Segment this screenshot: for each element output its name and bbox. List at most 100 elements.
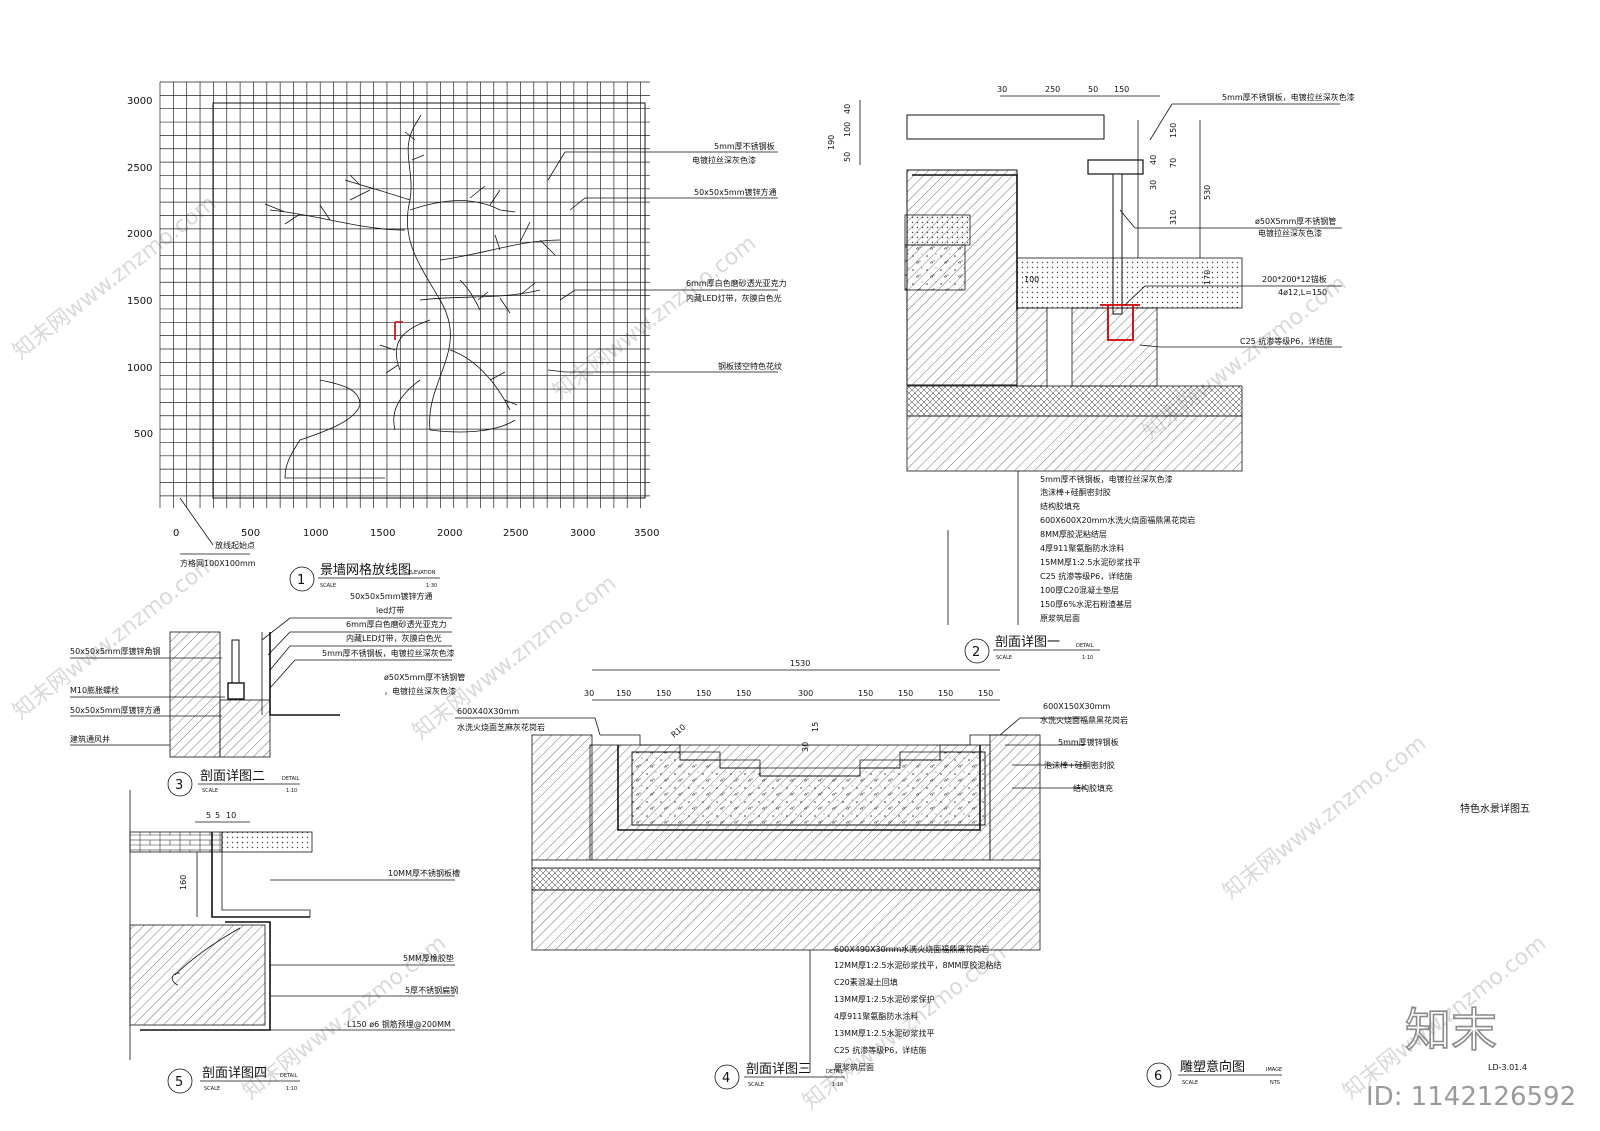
- structure-wall: [169, 631, 221, 758]
- steel-tube: [227, 682, 245, 700]
- svg-text:C20素混凝土回填: C20素混凝土回填: [834, 977, 898, 987]
- svg-text:40: 40: [1149, 155, 1158, 165]
- x-tick-0: 0: [173, 528, 179, 539]
- svg-text:SCALE: SCALE: [204, 1086, 220, 1092]
- svg-text:DETAIL: DETAIL: [1076, 643, 1094, 649]
- svg-text:SCALE: SCALE: [748, 1082, 764, 1088]
- svg-text:建筑通风井: 建筑通风井: [70, 734, 110, 744]
- svg-text:原浆筑层面: 原浆筑层面: [834, 1062, 874, 1072]
- tree-pattern: [264, 114, 561, 433]
- svg-text:钢板镂空特色花纹: 钢板镂空特色花纹: [718, 361, 782, 371]
- svg-text:30: 30: [997, 85, 1007, 94]
- dims-5: 5 5 10 160: [179, 811, 236, 890]
- y-tick-3000: 3000: [127, 96, 152, 107]
- svg-text:50: 50: [843, 152, 852, 162]
- svg-text:5mm厚不锈钢板，电镀拉丝深灰色漆: 5mm厚不锈钢板，电镀拉丝深灰色漆: [1222, 92, 1355, 102]
- svg-text:ø50X5mm厚不锈钢管: ø50X5mm厚不锈钢管: [1255, 216, 1336, 226]
- title-block-5: 5 剖面详图四 DETAIL SCALE 1:10: [167, 1066, 300, 1094]
- svg-text:电镀拉丝深灰色漆: 电镀拉丝深灰色漆: [1258, 228, 1322, 238]
- callouts-1-right: 5mm厚不锈钢板，电镀拉丝深灰色漆 ø50X5mm厚不锈钢管 电镀拉丝深灰色漆 …: [1222, 92, 1355, 346]
- svg-text:150: 150: [616, 689, 631, 698]
- svg-text:DETAIL: DETAIL: [282, 776, 300, 782]
- svg-text:50x50x5mm厚镀锌方通: 50x50x5mm厚镀锌方通: [70, 705, 161, 715]
- svg-text:DETAIL: DETAIL: [280, 1073, 298, 1079]
- svg-text:5mm厚不锈钢板，电镀拉丝深灰色漆: 5mm厚不锈钢板，电镀拉丝深灰色漆: [322, 648, 455, 658]
- svg-text:13MM厚1:2.5水泥砂浆保护: 13MM厚1:2.5水泥砂浆保护: [834, 994, 935, 1004]
- section-detail-2: 50x50x5mm厚镀锌角钢 M10膨胀螺栓 50x50x5mm厚镀锌方通 建筑…: [70, 591, 465, 797]
- svg-text:3: 3: [175, 778, 183, 793]
- svg-text:150厚6%水泥石粉渣基层: 150厚6%水泥石粉渣基层: [1040, 599, 1132, 609]
- title-block-1: 1 景墙网格放线图 ELEVATION SCALE 1:30: [289, 562, 440, 592]
- svg-text:50x50x5mm镀锌方通: 50x50x5mm镀锌方通: [694, 187, 777, 197]
- section-detail-3: 1530 30 150 150 150 150 300 150 150 150 …: [455, 659, 1128, 1090]
- svg-text:250: 250: [1045, 85, 1060, 94]
- section-detail-4: 5 5 10 160 10MM厚不锈钢板槽 5MM厚橡胶垫 5厚不锈钢扁钢 L1…: [129, 790, 460, 1094]
- svg-text:530: 530: [1203, 185, 1212, 200]
- x-tick-1000: 1000: [303, 528, 328, 539]
- svg-text:150: 150: [978, 689, 993, 698]
- svg-text:600X600X20mm水洗火烧面福鼎黑花岗岩: 600X600X20mm水洗火烧面福鼎黑花岗岩: [1040, 515, 1195, 525]
- svg-text:5: 5: [215, 811, 220, 820]
- svg-text:150: 150: [736, 689, 751, 698]
- svg-text:1:10: 1:10: [286, 788, 297, 794]
- watermark-text: 知末网www.znzmo.com: [8, 191, 221, 365]
- svg-text:50x50x5mm厚镀锌角钢: 50x50x5mm厚镀锌角钢: [70, 646, 161, 656]
- origin-note: 放线起始点: [215, 540, 255, 550]
- sheet-title: 特色水景详图五: [1460, 802, 1530, 815]
- base-concrete: [129, 924, 266, 1026]
- grid-leaders: [547, 151, 778, 373]
- svg-text:C25 抗渗等级P6，详结施: C25 抗渗等级P6，详结施: [1240, 336, 1332, 346]
- paving-layer: [1016, 257, 1243, 309]
- title-3: 剖面详图二: [200, 769, 265, 784]
- svg-text:10: 10: [226, 811, 236, 820]
- dims-3: 30 150 150 150 150 300 150 150 150 150 R…: [584, 689, 993, 752]
- svg-text:泡沫棒+硅酮密封胶: 泡沫棒+硅酮密封胶: [1040, 487, 1111, 497]
- svg-text:ELEVATION: ELEVATION: [408, 570, 436, 576]
- svg-text:SCALE: SCALE: [202, 788, 218, 794]
- svg-text:电镀拉丝深灰色漆: 电镀拉丝深灰色漆: [692, 155, 756, 165]
- svg-text:200*200*12锚板: 200*200*12锚板: [1262, 274, 1327, 284]
- svg-text:L150 ø6 钢筋预埋@200MM: L150 ø6 钢筋预埋@200MM: [347, 1019, 451, 1029]
- wall-panel-outline: [212, 102, 646, 499]
- svg-text:600X490X30mm水洗火烧面福鼎黑花岗岩: 600X490X30mm水洗火烧面福鼎黑花岗岩: [834, 944, 989, 954]
- svg-text:150: 150: [696, 689, 711, 698]
- svg-text:50: 50: [1088, 85, 1098, 94]
- svg-text:5mm厚镀锌钢板: 5mm厚镀锌钢板: [1058, 737, 1119, 747]
- coping-slab: [906, 114, 1105, 140]
- y-axis-labels: 3000 2500 2000 1500 1000 500: [127, 96, 153, 440]
- sheet-code: LD-3.01.4: [1488, 1063, 1527, 1072]
- x-tick-2500: 2500: [503, 528, 528, 539]
- callouts-2-left: 50x50x5mm厚镀锌角钢 M10膨胀螺栓 50x50x5mm厚镀锌方通 建筑…: [70, 646, 161, 744]
- svg-text:150: 150: [656, 689, 671, 698]
- section-detail-1: 30 250 50 150 40 100 190 50 150 40 30 70…: [827, 85, 1355, 664]
- svg-text:原浆筑层面: 原浆筑层面: [1040, 613, 1080, 623]
- title-block-6: 6 雕塑意向图 IMAGE SCALE NTS: [1146, 1059, 1282, 1088]
- svg-text:12MM厚1:2.5水泥砂浆找平，8MM厚胶泥粘结: 12MM厚1:2.5水泥砂浆找平，8MM厚胶泥粘结: [834, 960, 1001, 970]
- x-tick-3500: 3500: [634, 528, 659, 539]
- svg-text:泡沫棒+硅酮密封胶: 泡沫棒+硅酮密封胶: [1044, 760, 1115, 770]
- svg-text:4厚911聚氨酯防水涂料: 4厚911聚氨酯防水涂料: [834, 1011, 918, 1021]
- callouts-3-right: 600X150X30mm 水洗火烧面福鼎黑花岗岩 5mm厚镀锌钢板 泡沫棒+硅酮…: [1040, 702, 1128, 793]
- svg-text:led灯带: led灯带: [376, 605, 404, 615]
- grid-elevation: 3000 2500 2000 1500 1000 500 0 500 1000 …: [127, 81, 787, 592]
- rock-outline: [284, 379, 385, 479]
- watermark-text: 知末网www.znzmo.com: [1218, 731, 1431, 905]
- svg-text:50x50x5mm镀锌方通: 50x50x5mm镀锌方通: [350, 591, 433, 601]
- x-tick-500: 500: [241, 528, 260, 539]
- svg-text:SCALE: SCALE: [1182, 1080, 1198, 1086]
- svg-text:150: 150: [1169, 123, 1178, 138]
- svg-text:40: 40: [843, 104, 852, 114]
- svg-text:5mm厚不锈钢板，电镀拉丝深灰色漆: 5mm厚不锈钢板，电镀拉丝深灰色漆: [1040, 474, 1173, 484]
- svg-text:C25 抗渗等级P6，详结施: C25 抗渗等级P6，详结施: [1040, 571, 1132, 581]
- svg-text:R10: R10: [670, 723, 688, 740]
- svg-text:100厚C20混凝土垫层: 100厚C20混凝土垫层: [1040, 585, 1119, 595]
- callouts-5: 10MM厚不锈钢板槽 5MM厚橡胶垫 5厚不锈钢扁钢 L150 ø6 钢筋预埋@…: [347, 868, 460, 1029]
- id-stamp: ID: 1142126592: [1366, 1082, 1576, 1112]
- svg-text:8MM厚胶泥粘结层: 8MM厚胶泥粘结层: [1040, 529, 1107, 539]
- y-tick-1000: 1000: [127, 363, 152, 374]
- leaders-1: [947, 103, 1342, 625]
- svg-text:2: 2: [972, 645, 980, 660]
- svg-text:5mm厚不锈钢板: 5mm厚不锈钢板: [714, 141, 775, 151]
- svg-text:DETAIL: DETAIL: [826, 1069, 844, 1075]
